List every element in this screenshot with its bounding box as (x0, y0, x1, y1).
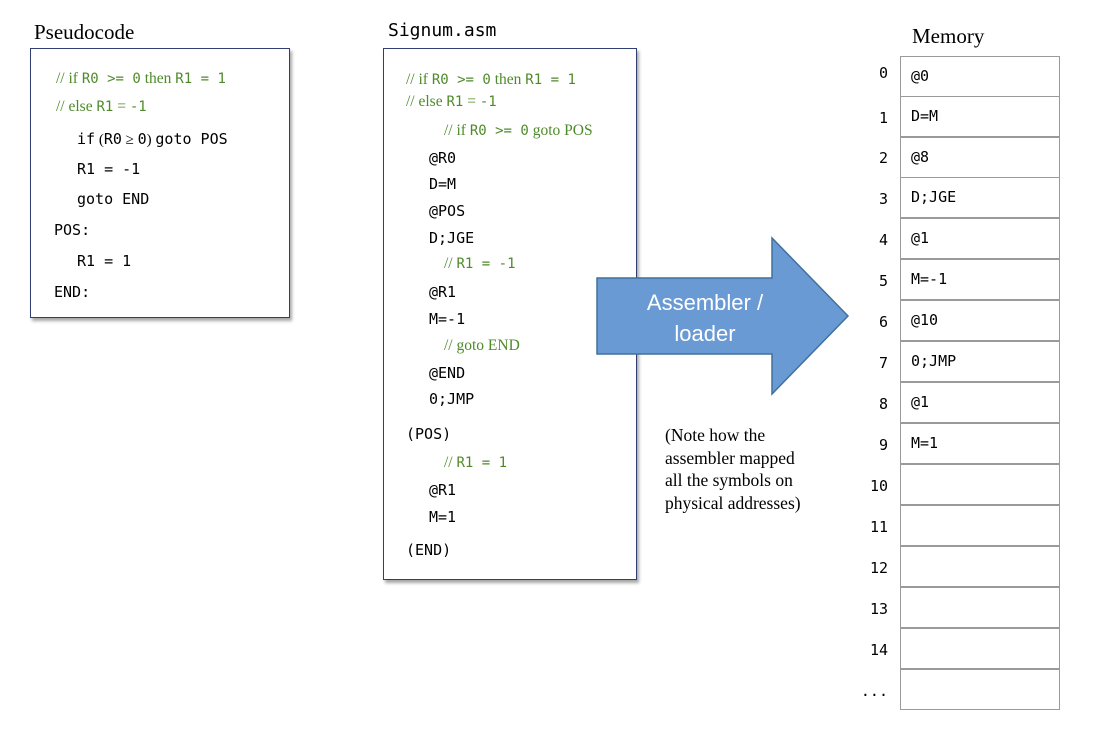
asm-comment-if-goto: // if R0 >= 0 goto POS (444, 122, 593, 139)
memory-cell (900, 669, 1060, 710)
memory-address: 2 (878, 149, 888, 167)
asm-instr: @END (429, 364, 466, 382)
asm-instr: M=1 (429, 508, 457, 526)
pseudocode-goto-end: goto END (77, 190, 150, 208)
memory-address: 12 (869, 559, 888, 577)
asm-comment-r1-neg: // R1 = -1 (444, 255, 516, 272)
pseudocode-comment-else: // else R1 = -1 (56, 98, 147, 115)
memory-cell (900, 546, 1060, 587)
arrow-shape (596, 236, 850, 396)
note-line: all the symbols on (665, 470, 793, 490)
memory-cell: M=-1 (900, 259, 1060, 300)
memory-address: 0 (878, 64, 888, 82)
assembler-arrow-icon (596, 236, 850, 396)
memory-cell (900, 505, 1060, 546)
asm-instr: 0;JMP (429, 390, 475, 408)
memory-cell: @0 (900, 56, 1060, 97)
memory-cell: D;JGE (900, 177, 1060, 218)
memory-address: 13 (869, 600, 888, 618)
memory-address: 4 (878, 231, 888, 249)
memory-value: 0;JMP (911, 352, 957, 370)
asm-instr: @POS (429, 202, 466, 220)
memory-cell (900, 628, 1060, 669)
memory-address: 1 (878, 109, 888, 127)
asm-instr: M=-1 (429, 310, 466, 328)
asm-comment-if: // if R0 >= 0 then R1 = 1 (406, 71, 576, 88)
note-line: physical addresses) (665, 492, 801, 513)
asm-instr: @R0 (429, 149, 457, 167)
asm-instr: D;JGE (429, 229, 475, 247)
asm-comment-goto-end: // goto END (444, 337, 520, 354)
asm-comment-r1-one: // R1 = 1 (444, 454, 508, 471)
asm-label-end: (END) (406, 541, 452, 559)
memory-address: 3 (878, 190, 888, 208)
memory-address: ... (860, 682, 888, 700)
memory-cell: M=1 (900, 423, 1060, 464)
memory-value: @0 (911, 67, 930, 85)
memory-cell: @1 (900, 218, 1060, 259)
pseudocode-label-pos: POS: (54, 221, 91, 239)
memory-address: 6 (878, 313, 888, 331)
memory-cell: 0;JMP (900, 341, 1060, 382)
memory-address: 11 (869, 518, 888, 536)
asm-instr: @R1 (429, 481, 457, 499)
pseudocode-box: // if R0 >= 0 then R1 = 1 // else R1 = -… (30, 48, 290, 318)
memory-address: 10 (869, 477, 888, 495)
memory-value: @8 (911, 148, 930, 166)
asm-instr: D=M (429, 175, 457, 193)
arrow-label-line2: loader (674, 321, 736, 346)
pseudocode-if-line: if (R0 ≥ 0) goto POS (77, 130, 228, 148)
memory-value: M=-1 (911, 270, 948, 288)
memory-cell: @8 (900, 137, 1060, 178)
pseudocode-title: Pseudocode (34, 20, 135, 44)
memory-value: M=1 (911, 434, 939, 452)
memory-value: @10 (911, 311, 939, 329)
note-line: (Note how the (665, 425, 766, 445)
memory-address: 8 (878, 395, 888, 413)
note-line: assembler mapped (665, 447, 795, 468)
memory-value: @1 (911, 393, 930, 411)
signum-title: Signum.asm (388, 20, 497, 41)
pseudocode-label-end: END: (54, 283, 91, 301)
memory-cell (900, 587, 1060, 628)
memory-cell: D=M (900, 96, 1060, 137)
memory-address: 9 (878, 436, 888, 454)
arrow-label: Assembler / loader (600, 287, 810, 349)
arrow-label-line1: Assembler / (646, 290, 764, 315)
memory-address: 7 (878, 354, 888, 372)
memory-cell: @10 (900, 300, 1060, 341)
memory-address: 14 (869, 641, 888, 659)
pseudocode-r1-one: R1 = 1 (77, 252, 132, 270)
memory-value: @1 (911, 229, 930, 247)
memory-cell: @1 (900, 382, 1060, 423)
memory-value: D=M (911, 107, 939, 125)
memory-title: Memory (912, 24, 985, 48)
pseudocode-comment-if: // if R0 >= 0 then R1 = 1 (56, 70, 226, 87)
asm-label-pos: (POS) (406, 425, 452, 443)
memory-value: D;JGE (911, 188, 957, 206)
note-text: (Note how the assembler mapped all the s… (665, 424, 801, 514)
memory-cell (900, 464, 1060, 505)
memory-address: 5 (878, 272, 888, 290)
asm-instr: @R1 (429, 283, 457, 301)
asm-comment-else: // else R1 = -1 (406, 93, 497, 110)
pseudocode-r1-neg: R1 = -1 (77, 160, 141, 178)
signum-box: // if R0 >= 0 then R1 = 1 // else R1 = -… (383, 48, 637, 580)
